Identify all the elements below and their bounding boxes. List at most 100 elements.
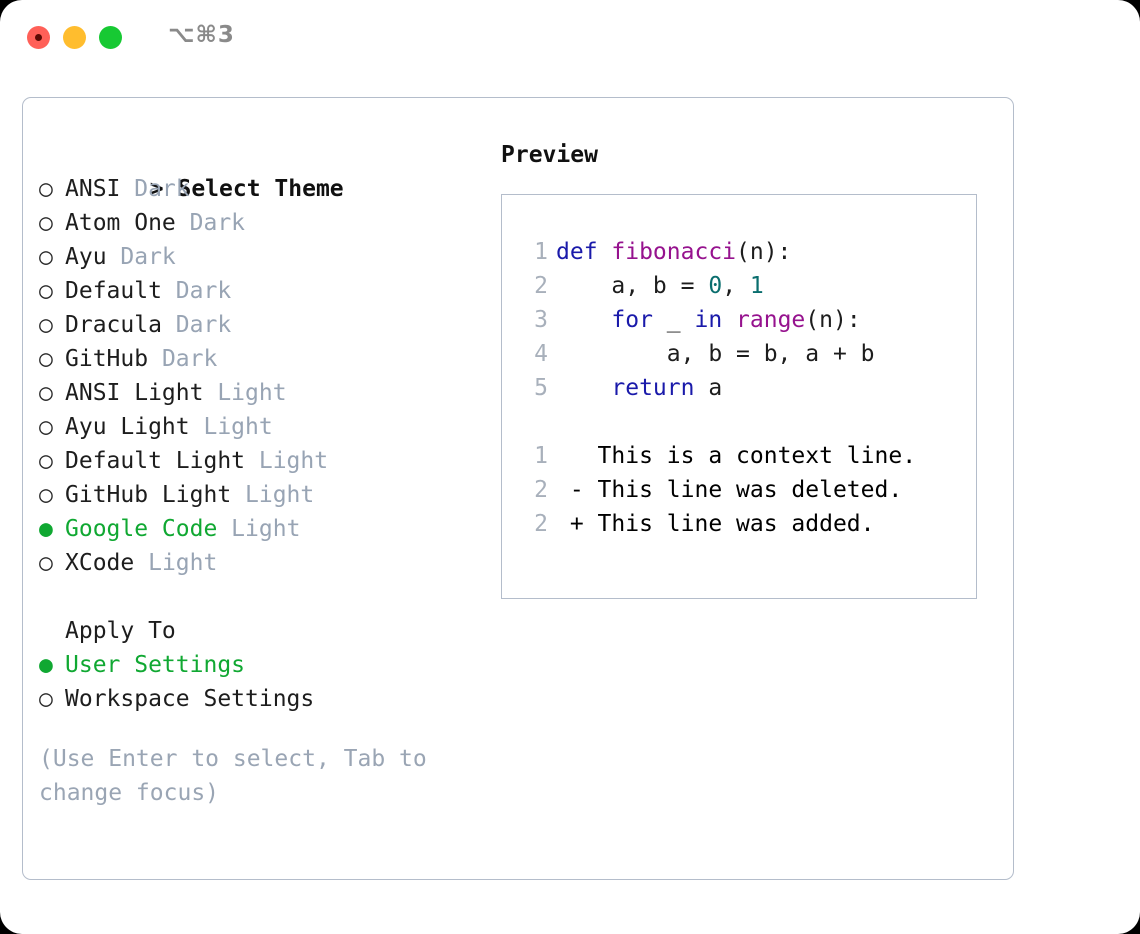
minimize-button[interactable]	[63, 26, 86, 49]
code-token-plain: (n):	[736, 239, 792, 265]
traffic-light-controls	[27, 26, 122, 49]
code-token-num: 1	[749, 273, 764, 299]
radio-unselected-icon[interactable]: ○	[39, 278, 53, 304]
radio-unselected-icon[interactable]: ○	[39, 448, 53, 474]
theme-list-item[interactable]: ○Atom One Dark	[39, 206, 499, 240]
theme-list-item[interactable]: ○ GitHub Dark	[39, 342, 499, 376]
radio-unselected-icon[interactable]: ○	[39, 482, 53, 508]
code-token-plain	[722, 307, 736, 333]
line-number: 2	[534, 511, 548, 537]
close-button[interactable]	[27, 26, 50, 49]
code-line: 2 a, b = 0, 1	[514, 269, 976, 303]
radio-unselected-icon[interactable]: ○	[39, 176, 53, 202]
code-token-plain: a	[694, 375, 723, 401]
code-token-plain: a, b =	[556, 273, 709, 299]
theme-variant-tag: Light	[231, 482, 315, 508]
theme-name: Default Light	[65, 448, 246, 474]
theme-list-item[interactable]: ○GitHub Light Light	[39, 478, 499, 512]
theme-list-item[interactable]: ○ Default Light Light	[39, 444, 499, 478]
radio-unselected-icon[interactable]: ○	[39, 210, 53, 236]
title-bar: ⌥⌘3	[0, 0, 1140, 76]
code-token-plain: _	[652, 307, 695, 333]
code-token-fn: fibonacci	[611, 239, 737, 265]
radio-unselected-icon[interactable]: ○	[39, 244, 53, 270]
main-panel: > Select Theme ○ANSI Dark○Atom One Dark○…	[22, 97, 1014, 880]
theme-list-item[interactable]: ○ANSI Dark	[39, 172, 499, 206]
line-number: 2	[534, 477, 548, 503]
apply-to-title: Apply To	[39, 614, 499, 648]
radio-unselected-icon[interactable]: ○	[39, 346, 53, 372]
code-diff-spacer	[514, 405, 976, 439]
theme-name: GitHub	[65, 346, 149, 372]
theme-list: ○ANSI Dark○Atom One Dark○Ayu Dark○Defaul…	[39, 172, 499, 580]
radio-unselected-icon[interactable]: ○	[39, 550, 53, 576]
code-token-plain: a, b = b, a + b	[556, 341, 875, 367]
theme-variant-tag: Light	[245, 448, 329, 474]
theme-list-item[interactable]: ○XCode Light	[39, 546, 499, 580]
code-line: 4 a, b = b, a + b	[514, 337, 976, 371]
maximize-button[interactable]	[99, 26, 122, 49]
theme-variant-tag: Light	[189, 414, 273, 440]
theme-name: Atom One	[65, 210, 176, 236]
theme-name: Default	[65, 278, 162, 304]
theme-variant-tag: Dark	[106, 244, 176, 270]
theme-name: Ayu	[65, 244, 107, 270]
code-token-plain	[556, 375, 611, 401]
apply-to-item[interactable]: ● User Settings	[39, 648, 499, 682]
keyboard-shortcut-label: ⌥⌘3	[168, 22, 235, 48]
line-number: 1	[534, 443, 548, 469]
apply-to-item-label: User Settings	[65, 652, 246, 678]
radio-unselected-icon[interactable]: ○	[39, 380, 53, 406]
diff-sample: 1 This is a context line.2 - This line w…	[514, 439, 976, 541]
diff-sign	[556, 443, 584, 469]
theme-list-item[interactable]: ○ Ayu Light Light	[39, 410, 499, 444]
theme-name: Ayu Light	[65, 414, 190, 440]
line-number: 2	[534, 273, 548, 299]
theme-variant-tag: Light	[134, 550, 218, 576]
code-token-kw: def	[556, 239, 612, 265]
code-token-num: 0	[708, 273, 723, 299]
theme-list-item[interactable]: ○ Ayu Dark	[39, 240, 499, 274]
theme-variant-tag: Dark	[120, 176, 190, 202]
theme-list-item[interactable]: ○ ANSI Light Light	[39, 376, 499, 410]
diff-text: This is a context line.	[583, 443, 917, 469]
code-token-plain: (n):	[805, 307, 861, 333]
theme-picker-column: > Select Theme ○ANSI Dark○Atom One Dark○…	[39, 138, 499, 810]
theme-variant-tag: Light	[217, 516, 301, 542]
theme-name: ANSI Light	[65, 380, 204, 406]
theme-variant-tag: Dark	[161, 278, 232, 304]
apply-to-item[interactable]: ○Workspace Settings	[39, 682, 499, 716]
code-token-fn: range	[736, 307, 806, 333]
radio-unselected-icon[interactable]: ○	[39, 686, 53, 712]
diff-sign: -	[556, 477, 584, 503]
line-number: 3	[534, 307, 548, 333]
code-line: 5 return a	[514, 371, 976, 405]
theme-list-item[interactable]: ○Dracula Dark	[39, 308, 499, 342]
theme-list-item[interactable]: ○ Default Dark	[39, 274, 499, 308]
theme-picker-title: > Select Theme	[39, 138, 499, 202]
diff-text: This line was deleted.	[583, 477, 903, 503]
theme-picker-title-text: Select Theme	[177, 176, 344, 202]
theme-variant-tag: Dark	[148, 346, 218, 372]
code-line: 3 for _ in range(n):	[514, 303, 976, 337]
help-hint: (Use Enter to select, Tab to change focu…	[39, 746, 441, 806]
radio-unselected-icon[interactable]: ○	[39, 312, 53, 338]
radio-unselected-icon[interactable]: ○	[39, 414, 53, 440]
diff-line: 1 This is a context line.	[514, 439, 976, 473]
theme-list-item[interactable]: ●Google Code Light	[39, 512, 499, 546]
line-number: 4	[534, 341, 548, 367]
diff-line: 2 + This line was added.	[514, 507, 976, 541]
preview-title: Preview	[501, 142, 598, 168]
code-token-kw: return	[611, 375, 695, 401]
radio-selected-icon[interactable]: ●	[39, 652, 53, 678]
code-token-kw: in	[694, 307, 723, 333]
radio-selected-icon[interactable]: ●	[39, 516, 53, 542]
diff-line: 2 - This line was deleted.	[514, 473, 976, 507]
theme-variant-tag: Light	[203, 380, 287, 406]
diff-sign: +	[556, 511, 584, 537]
theme-variant-tag: Dark	[161, 312, 232, 338]
